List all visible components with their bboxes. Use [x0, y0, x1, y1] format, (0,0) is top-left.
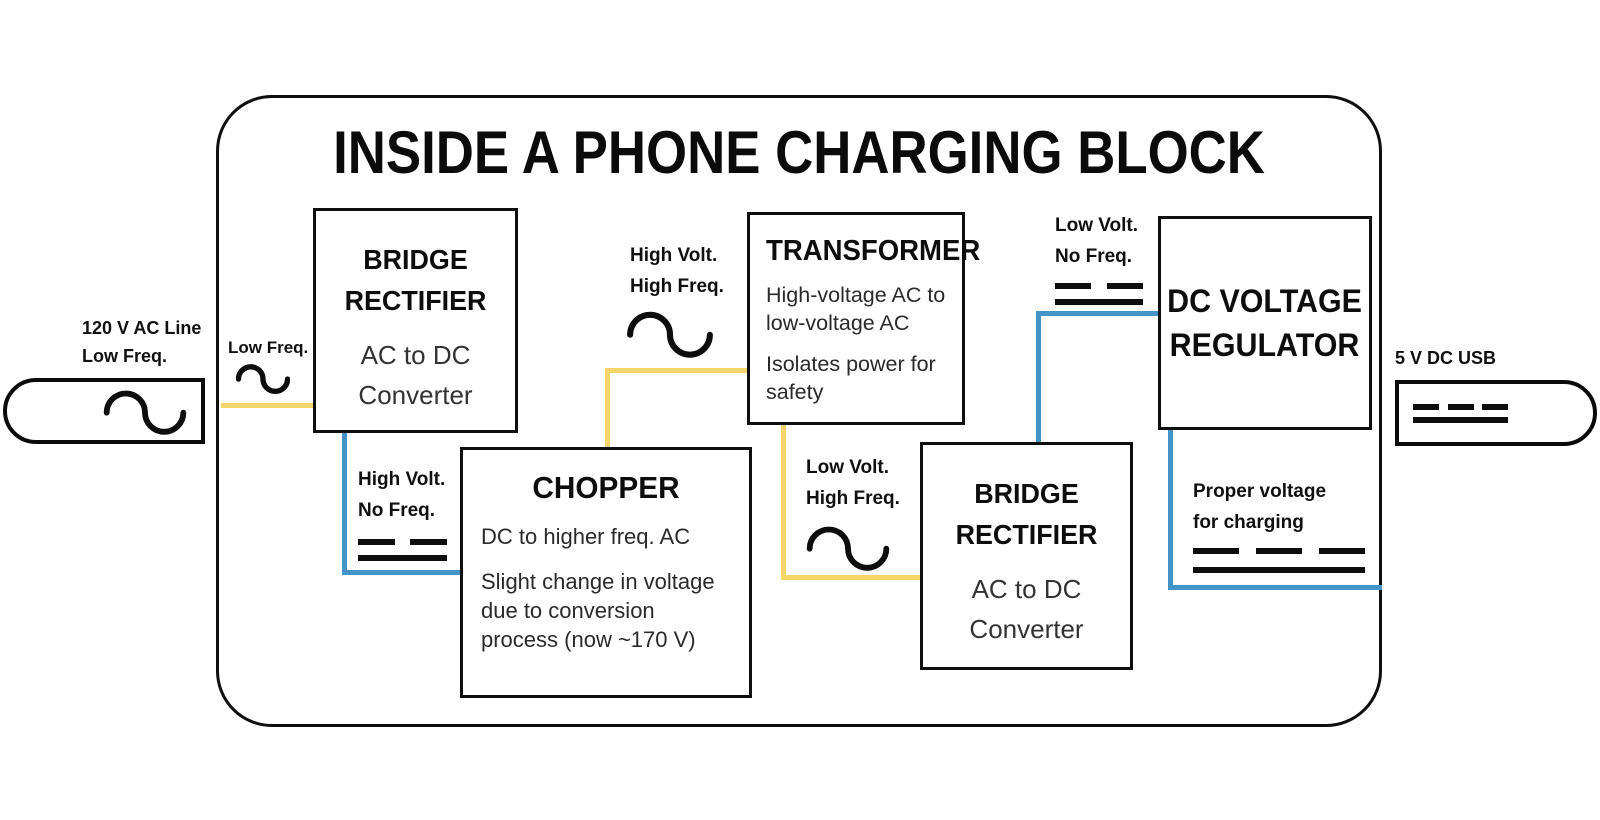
- subtitle-line2: Converter: [358, 380, 473, 410]
- block-body-1: DC to higher freq. AC: [481, 524, 691, 549]
- dc-dashes: [1055, 283, 1143, 289]
- block-bridge-rectifier-1: BRIDGE RECTIFIER AC to DC Converter: [313, 208, 518, 433]
- label-text-line2: High Freq.: [806, 488, 900, 509]
- label-text-line2: for charging: [1193, 512, 1304, 533]
- dc-solid-line: [1413, 416, 1508, 423]
- title-line1: BRIDGE: [974, 478, 1079, 509]
- label-text-line1: High Volt.: [630, 245, 718, 266]
- label-text-line1: High Volt.: [358, 469, 446, 490]
- block-transformer: TRANSFORMER High-voltage AC to low-volta…: [747, 212, 981, 425]
- label-text-line2: High Freq.: [630, 276, 724, 297]
- dc-symbol-icon: [358, 539, 447, 561]
- dc-solid-line: [1055, 299, 1143, 305]
- sine-wave-icon: [236, 364, 290, 394]
- label-low-freq: Low Freq.: [228, 336, 308, 394]
- input-terminal-label: 120 V AC Line Low Freq.: [82, 314, 201, 370]
- label-text-line1: Proper voltage: [1193, 481, 1327, 502]
- block-title: BRIDGE RECTIFIER: [320, 239, 511, 321]
- diagram-title: INSIDE A PHONE CHARGING BLOCK: [333, 119, 1265, 186]
- block-dc-voltage-regulator: DC VOLTAGE REGULATOR: [1158, 216, 1372, 430]
- title-line1: BRIDGE: [363, 244, 468, 275]
- wire-dc-rectifier2-to-regulator: [1036, 311, 1158, 442]
- dc-dashes: [1193, 548, 1365, 554]
- wire-ac-input: [221, 403, 313, 408]
- dc-solid-line: [1193, 567, 1365, 573]
- title-line2: RECTIFIER: [955, 519, 1098, 550]
- block-bridge-rectifier-2: BRIDGE RECTIFIER AC to DC Converter: [920, 442, 1133, 670]
- label-high-volt-no-freq: High Volt. No Freq.: [358, 464, 447, 561]
- sine-wave-icon: [627, 311, 713, 358]
- label-text: Low Freq.: [228, 338, 309, 357]
- dc-output-terminal: [1395, 380, 1597, 446]
- block-body-2: Isolates power for safety: [766, 352, 936, 404]
- wire-ac-chopper-to-transformer: [605, 368, 747, 447]
- block-chopper: CHOPPER DC to higher freq. AC Slight cha…: [460, 447, 752, 698]
- wire-dc-regulator-to-output: [1168, 430, 1382, 590]
- block-body-1: High-voltage AC to low-voltage AC: [766, 283, 946, 335]
- title-line2: REGULATOR: [1170, 327, 1360, 363]
- block-title: DC VOLTAGE REGULATOR: [1168, 279, 1363, 367]
- title-line1: DC VOLTAGE: [1167, 283, 1363, 319]
- label-text-line1: Low Volt.: [806, 457, 890, 478]
- input-label-line2: Low Freq.: [82, 346, 167, 366]
- input-label-line1: 120 V AC Line: [82, 318, 202, 338]
- block-title: TRANSFORMER: [766, 235, 981, 267]
- dc-symbol-icon: [1193, 548, 1365, 573]
- subtitle-line1: AC to DC: [971, 574, 1082, 604]
- dc-dashes: [358, 539, 447, 545]
- sine-wave-icon: [806, 526, 890, 571]
- block-title: CHOPPER: [532, 470, 680, 505]
- block-body-2: Slight change in voltage due to conversi…: [481, 569, 715, 652]
- title-line2: RECTIFIER: [344, 285, 487, 316]
- label-low-volt-high-freq: Low Volt. High Freq.: [806, 452, 900, 572]
- dc-solid-line: [358, 555, 447, 561]
- dc-symbol-icon: [1055, 283, 1143, 305]
- block-subtitle: AC to DC Converter: [316, 335, 515, 415]
- label-high-volt-high-freq: High Volt. High Freq.: [627, 240, 724, 359]
- label-text-line1: Low Volt.: [1055, 215, 1139, 236]
- dc-dashes: [1413, 403, 1508, 410]
- subtitle-line2: Converter: [969, 614, 1084, 644]
- dc-symbol-icon: [1413, 403, 1508, 423]
- label-text-line2: No Freq.: [1055, 246, 1133, 267]
- ac-input-terminal: [3, 378, 205, 444]
- sine-wave-icon: [103, 390, 187, 435]
- output-terminal-label: 5 V DC USB: [1395, 348, 1497, 368]
- label-text-line2: No Freq.: [358, 500, 436, 521]
- block-subtitle: AC to DC Converter: [923, 569, 1130, 649]
- block-title: BRIDGE RECTIFIER: [927, 473, 1126, 555]
- wire-ac-transformer-to-rectifier2: [781, 425, 920, 580]
- wire-dc-rectifier1-to-chopper: [342, 433, 460, 575]
- label-low-volt-no-freq: Low Volt. No Freq.: [1055, 210, 1143, 305]
- label-proper-voltage: Proper voltage for charging: [1193, 476, 1365, 573]
- subtitle-line1: AC to DC: [360, 340, 471, 370]
